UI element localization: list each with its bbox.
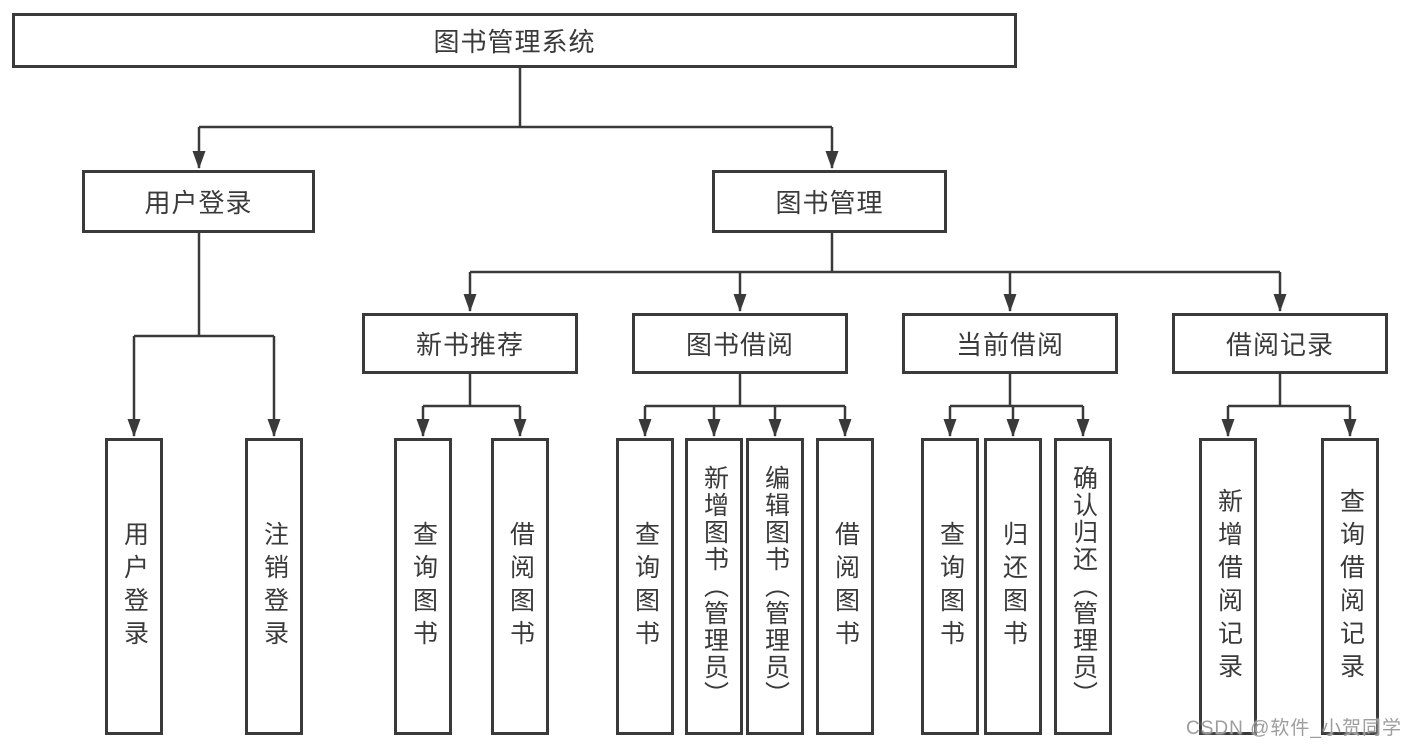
node-leaf-add-books-admin-label: 新增图书（管理员） [700,465,729,708]
node-leaf-add-borrow-record: 新增借阅记录 [1199,438,1257,735]
node-borrow-records: 借阅记录 [1172,313,1388,374]
csdn-watermark: CSDN @软件_小贺同学 [1186,718,1402,739]
node-leaf-borrow-books-1-label: 借阅图书 [506,520,535,653]
node-current-borrow: 当前借阅 [902,313,1118,374]
node-leaf-query-books-2-label: 查询图书 [631,520,660,653]
node-leaf-return-books: 归还图书 [984,438,1042,735]
node-leaf-query-borrow-record-label: 查询借阅记录 [1336,487,1365,686]
node-leaf-logout-label: 注销登录 [260,520,289,653]
node-user-login: 用户登录 [82,170,315,233]
node-book-borrow: 图书借阅 [632,313,848,374]
node-new-book-recommend-label: 新书推荐 [415,330,524,360]
node-leaf-query-books-1-label: 查询图书 [409,520,438,653]
node-leaf-confirm-return-admin-label: 确认归还（管理员） [1069,465,1098,708]
node-root-label: 图书管理系统 [433,27,596,57]
node-borrow-records-label: 借阅记录 [1225,330,1334,360]
node-book-borrow-label: 图书借阅 [685,330,794,360]
node-new-book-recommend: 新书推荐 [362,313,578,374]
node-leaf-borrow-books-2: 借阅图书 [816,438,874,735]
node-leaf-query-books-1: 查询图书 [394,438,452,735]
node-leaf-query-books-3-label: 查询图书 [936,520,965,653]
node-leaf-edit-books-admin: 编辑图书（管理员） [746,438,804,735]
node-leaf-add-books-admin: 新增图书（管理员） [685,438,743,735]
node-leaf-add-borrow-record-label: 新增借阅记录 [1214,487,1243,686]
node-book-management-label: 图书管理 [775,188,884,218]
node-leaf-user-login-label: 用户登录 [120,520,149,653]
node-leaf-user-login: 用户登录 [105,438,163,735]
node-user-login-label: 用户登录 [144,188,253,218]
node-leaf-logout: 注销登录 [245,438,303,735]
node-leaf-edit-books-admin-label: 编辑图书（管理员） [761,465,790,708]
node-root: 图书管理系统 [12,13,1017,68]
node-current-borrow-label: 当前借阅 [955,330,1064,360]
node-book-management: 图书管理 [712,170,947,233]
node-leaf-borrow-books-1: 借阅图书 [491,438,549,735]
node-leaf-query-books-3: 查询图书 [921,438,979,735]
node-leaf-return-books-label: 归还图书 [999,520,1028,653]
node-leaf-confirm-return-admin: 确认归还（管理员） [1054,438,1112,735]
node-leaf-borrow-books-2-label: 借阅图书 [831,520,860,653]
node-leaf-query-books-2: 查询图书 [616,438,674,735]
node-leaf-query-borrow-record: 查询借阅记录 [1321,438,1379,735]
